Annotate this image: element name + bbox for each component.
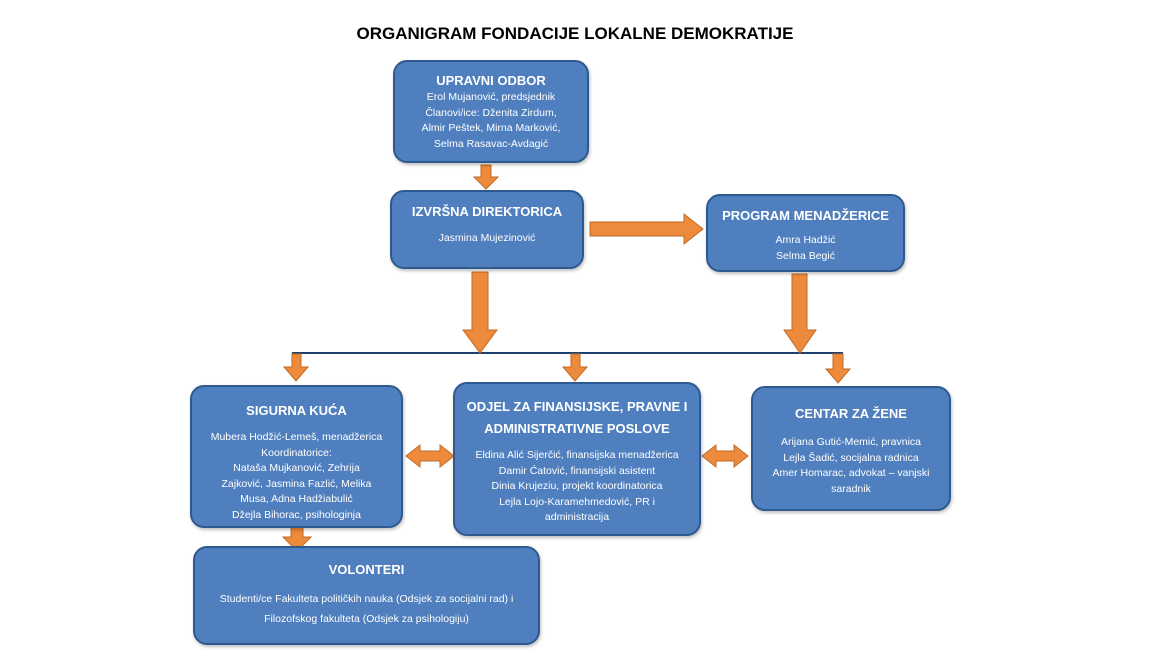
centar-za-zene-line: Arijana Gutić-Memić, pravnica <box>780 436 922 448</box>
centar-za-zene-line: saradnik <box>831 482 871 495</box>
upravni-odbor-line: Selma Rasavac-Avdagić <box>433 137 549 150</box>
arrow-double-odjel-centar <box>701 443 749 469</box>
program-menadzerice-heading: PROGRAM MENADŽERICE <box>722 208 889 223</box>
box-centar-za-zene: CENTAR ZA ŽENE Arijana Gutić-Memić, prav… <box>751 386 951 511</box>
volonteri-line: Filozofskog fakulteta (Odsjek za psiholo… <box>264 613 469 625</box>
arrow-double-sigurna-odjel <box>405 443 455 469</box>
upravni-odbor-line: Erol Mujanović, predsjednik <box>426 91 556 103</box>
arrow-down-direktorica-to-connector <box>462 271 498 354</box>
box-volonteri: VOLONTERI Studenti/ce Fakulteta političk… <box>193 546 540 645</box>
odjel-line: Dinia Krujeziu, projekt koordinatorica <box>491 480 663 492</box>
box-sigurna-kuca: SIGURNA KUĆA Mubera Hodžić-Lemeš, menadž… <box>190 385 403 528</box>
sigurna-kuca-line: Zajković, Jasmina Fazlić, Melika <box>221 477 372 490</box>
box-upravni-odbor: UPRAVNI ODBOR Erol Mujanović, predsjedni… <box>393 60 589 163</box>
box-izvrsna-direktorica: IZVRŠNA DIREKTORICA Jasmina Mujezinović <box>390 190 584 269</box>
arrow-down-to-sigurna-kuca <box>282 353 310 382</box>
box-odjel: ODJEL ZA FINANSIJSKE, PRAVNE I ADMINISTR… <box>453 382 701 536</box>
volonteri-line: Studenti/ce Fakulteta političkih nauka (… <box>219 593 514 605</box>
izvrsna-direktorica-heading: IZVRŠNA DIREKTORICA <box>411 204 563 219</box>
upravni-odbor-line: Članovi/ice: Dženita Zirdum, <box>425 106 557 119</box>
upravni-odbor-heading: UPRAVNI ODBOR <box>436 73 546 88</box>
izvrsna-direktorica-line: Jasmina Mujezinović <box>438 232 536 244</box>
sigurna-kuca-line: Nataša Mujkanović, Zehrija <box>233 462 360 474</box>
arrow-down-program-to-connector <box>783 273 817 354</box>
odjel-line: administracija <box>544 511 610 523</box>
arrow-right-direktorica-to-program <box>589 212 704 246</box>
sigurna-kuca-line: Musa, Adna Hadžiabulić <box>240 493 353 505</box>
odjel-line: Lejla Lojo-Karamehmedović, PR i <box>499 495 655 508</box>
odjel-line: Eldina Alić Sijerčić, finansijska menadž… <box>475 449 679 461</box>
sigurna-kuca-heading: SIGURNA KUĆA <box>246 403 347 418</box>
program-menadzerice-line: Selma Begić <box>776 249 835 262</box>
arrow-down-odbor-to-direktorica <box>472 164 500 190</box>
arrow-down-to-odjel <box>561 353 589 382</box>
sigurna-kuca-line: Koordinatorice: <box>261 446 332 459</box>
centar-za-zene-heading: CENTAR ZA ŽENE <box>795 406 907 421</box>
sigurna-kuca-line: Džejla Bihorac, psihologinja <box>231 508 361 521</box>
sigurna-kuca-line: Mubera Hodžić-Lemeš, menadžerica <box>210 431 383 443</box>
centar-za-zene-line: Lejla Šadić, socijalna radnica <box>783 451 919 464</box>
box-program-menadzerice: PROGRAM MENADŽERICE Amra Hadžić Selma Be… <box>706 194 905 272</box>
upravni-odbor-line: Almir Peštek, Mirna Marković, <box>421 122 561 134</box>
centar-za-zene-line: Amer Homarac, advokat – vanjski <box>772 467 930 479</box>
program-menadzerice-line: Amra Hadžić <box>775 234 836 246</box>
page-title: ORGANIGRAM FONDACIJE LOKALNE DEMOKRATIJE <box>356 24 794 43</box>
volonteri-heading: VOLONTERI <box>328 562 405 577</box>
odjel-line: Damir Ćatović, finansijski asistent <box>498 464 656 477</box>
odjel-heading: ODJEL ZA FINANSIJSKE, PRAVNE I <box>466 399 688 414</box>
arrow-down-sigurna-to-volonteri <box>281 526 313 552</box>
odjel-heading: ADMINISTRATIVNE POSLOVE <box>484 421 670 436</box>
arrow-down-to-centar <box>824 353 852 384</box>
